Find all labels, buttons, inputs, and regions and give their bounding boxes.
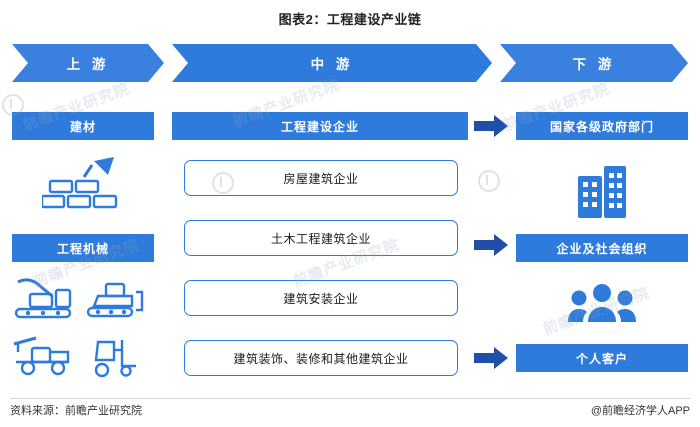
upstream-item-building-materials: 建材 [12,112,154,140]
page-title: 图表2：工程建设产业链 [278,12,422,27]
downstream-item-individual-customers: 个人客户 [516,344,688,372]
bricks-trowel-icon [42,155,126,210]
stage-header-band: 上 游 中 游 下 游 [12,44,688,82]
forklift-icon [84,336,144,380]
crane-truck-icon [10,334,76,380]
arrow-right-icon [474,115,508,137]
midstream-item-building-installation: 建筑安装企业 [184,280,458,316]
stage-header-downstream: 下 游 [500,44,688,82]
midstream-item-housing-construction: 房屋建筑企业 [184,160,458,196]
bulldozer-icon [84,278,146,320]
source-note: 资料来源：前瞻产业研究院 [10,405,142,417]
midstream-header: 工程建设企业 [172,112,468,140]
midstream-item-civil-engineering: 土木工程建筑企业 [184,220,458,256]
stage-header-upstream: 上 游 [12,44,164,82]
downstream-item-enterprises: 企业及社会组织 [516,234,688,262]
government-building-icon [572,162,632,220]
stage-header-midstream: 中 游 [172,44,492,82]
downstream-item-government: 国家各级政府部门 [516,112,688,140]
arrow-right-icon [474,234,508,256]
midstream-item-decoration-renovation: 建筑装饰、装修和其他建筑企业 [184,340,458,376]
footer-divider [10,398,690,399]
credit-note: @前瞻经济学人APP [590,405,690,417]
upstream-item-construction-machinery: 工程机械 [12,234,154,262]
people-group-icon [566,282,638,324]
arrow-right-icon [474,347,508,369]
excavator-icon [12,276,74,320]
watermark-logo-icon [478,170,500,192]
